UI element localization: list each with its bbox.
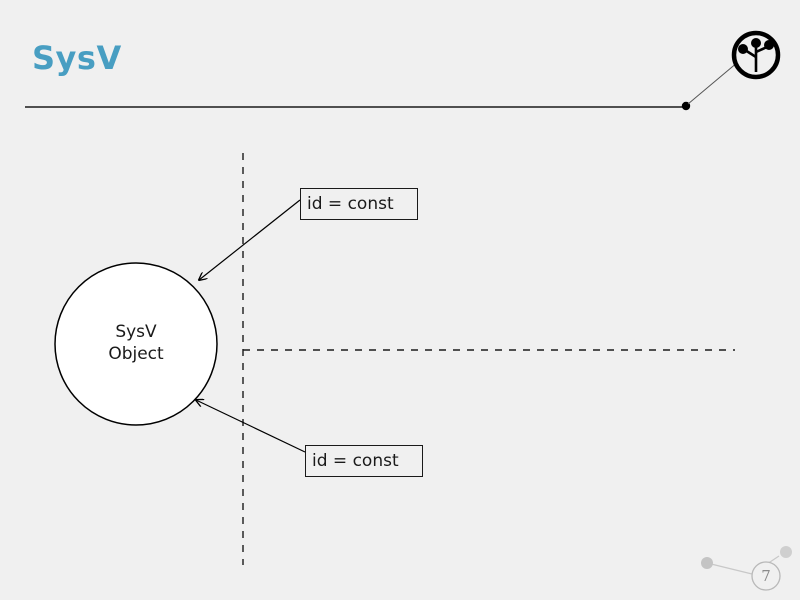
annotation-arrow-top <box>199 199 301 280</box>
annotation-box-top: id = const <box>300 188 418 220</box>
sysv-object-circle <box>54 262 218 426</box>
sysv-object-label-line-1: SysV <box>115 322 157 342</box>
page-number: 7 <box>761 567 771 585</box>
annotation-arrow-bottom <box>196 400 306 453</box>
annotation-box-bottom: id = const <box>305 445 423 477</box>
sysv-object-label-line-2: Object <box>108 343 164 364</box>
sysv-object-label: SysV Object <box>56 322 216 366</box>
logo-connector-line <box>687 61 739 105</box>
page-number-decoration <box>701 546 792 591</box>
page-title: SysV <box>32 39 122 77</box>
sprout-logo-icon <box>731 30 781 80</box>
